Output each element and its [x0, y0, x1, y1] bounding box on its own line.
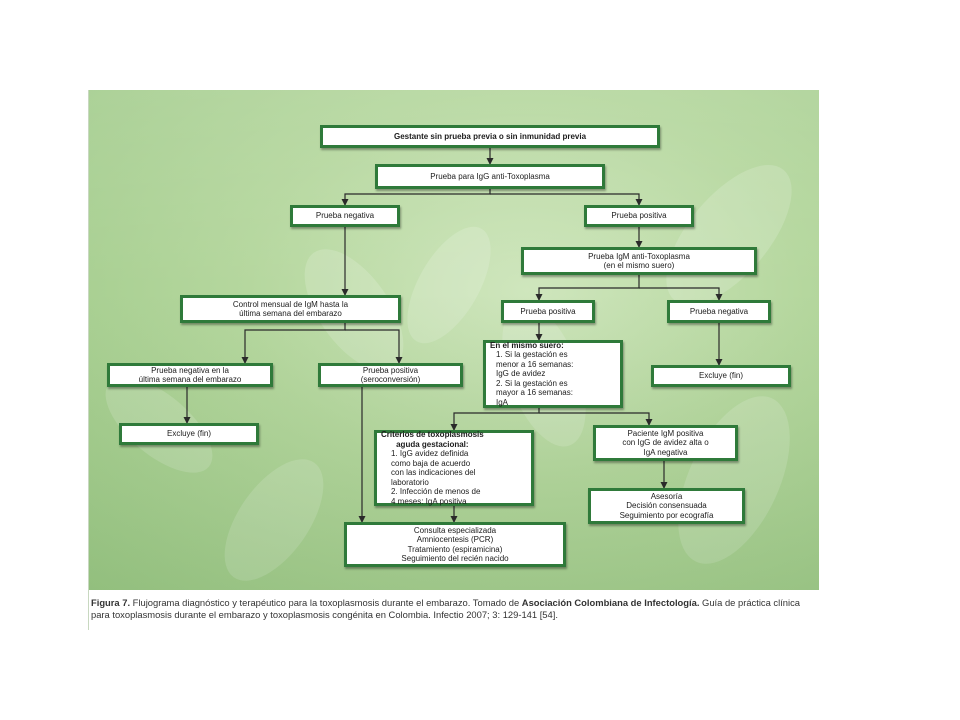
- last-week-negative-node: Prueba negativa en la última semana del …: [107, 363, 273, 387]
- start-node-label: Gestante sin prueba previa o sin inmunid…: [393, 131, 587, 141]
- criteria-line5: 2. Infección de menos de: [391, 487, 481, 496]
- igg-positive-node: Prueba positiva: [584, 205, 694, 227]
- caption-label: Figura 7.: [91, 597, 131, 608]
- seroconversion-node: Prueba positiva (seroconversión): [318, 363, 463, 387]
- connector: [639, 287, 723, 301]
- igg-positive-label: Prueba positiva: [611, 211, 667, 221]
- seroconversion-line1: Prueba positiva: [362, 365, 419, 375]
- high-avidity-line3: IgA negativa: [643, 447, 688, 457]
- same-serum-title: En el mismo suero:: [490, 340, 564, 350]
- same-serum-line4: 2. Si la gestación es: [496, 378, 568, 388]
- connector: [535, 275, 640, 301]
- same-serum-line3: IgG de avidez: [496, 369, 546, 379]
- excluded-right-node: Excluye (fin): [651, 365, 791, 387]
- connector: [345, 329, 403, 364]
- connector-lines: [183, 148, 723, 523]
- excluded-left-label: Excluye (fin): [166, 429, 211, 439]
- connector: [241, 323, 346, 364]
- consult-line2: Amniocentesis (PCR): [416, 535, 494, 544]
- figure: Gestante sin prueba previa o sin inmunid…: [88, 90, 819, 630]
- counseling-line2: Decisión consensuada: [626, 501, 707, 511]
- igg-negative-node: Prueba negativa: [290, 205, 400, 227]
- figure-caption: Figura 7. Flujograma diagnóstico y terap…: [91, 597, 819, 620]
- specialized-consult-node: Consulta especializada Amniocentesis (PC…: [344, 522, 566, 567]
- igm-test-label-line1: Prueba IgM anti-Toxoplasma: [588, 251, 690, 261]
- igm-positive-node: Prueba positiva: [501, 300, 595, 323]
- criteria-line4: laboratorio: [391, 477, 429, 487]
- excluded-left-node: Excluye (fin): [119, 423, 259, 445]
- igm-test-label-line2: (en el mismo suero): [603, 261, 675, 270]
- caption-reference: Guía de práctica clínica para toxoplasmo…: [91, 597, 801, 620]
- monthly-igm-label-line2: última semana del embarazo: [239, 309, 342, 318]
- flowchart-panel: Gestante sin prueba previa o sin inmunid…: [89, 90, 819, 590]
- connector: [539, 412, 653, 426]
- criteria-title-line2: aguda gestacional:: [396, 439, 469, 449]
- high-avidity-line1: Paciente IgM positiva: [627, 428, 704, 438]
- igm-test-node: Prueba IgM anti-Toxoplasma (en el mismo …: [521, 247, 757, 275]
- acute-criteria-node: Criterios de toxoplasmosis aguda gestaci…: [374, 430, 534, 506]
- igm-negative-label: Prueba negativa: [689, 306, 749, 316]
- igg-negative-label: Prueba negativa: [315, 211, 375, 221]
- same-serum-node: En el mismo suero: 1. Si la gestación es…: [483, 340, 623, 408]
- igg-test-label: Prueba para IgG anti-Toxoplasma: [430, 171, 550, 181]
- excluded-right-label: Excluye (fin): [698, 371, 743, 381]
- counseling-line3: Seguimiento por ecografía: [619, 510, 714, 520]
- same-serum-line6: IgA: [496, 397, 509, 407]
- monthly-igm-control-node: Control mensual de IgM hasta la última s…: [180, 295, 401, 323]
- high-avidity-node: Paciente IgM positiva con IgG de avidez …: [593, 425, 738, 461]
- last-week-negative-line2: última semana del embarazo: [138, 375, 242, 384]
- connector: [490, 193, 643, 206]
- same-serum-line5: mayor a 16 semanas:: [496, 388, 573, 398]
- criteria-line2: como baja de acuerdo: [391, 458, 471, 468]
- caption-text: Flujograma diagnóstico y terapéutico par…: [130, 597, 522, 608]
- criteria-line3: con las indicaciones del: [391, 468, 476, 477]
- counseling-node: Asesoría Decisión consensuada Seguimient…: [588, 488, 745, 524]
- start-node: Gestante sin prueba previa o sin inmunid…: [320, 125, 660, 148]
- criteria-line6: 4 meses: IgA positiva: [391, 496, 467, 506]
- consult-line1: Consulta especializada: [413, 525, 497, 535]
- criteria-line1: 1. IgG avidez definida: [391, 449, 469, 458]
- igm-negative-node: Prueba negativa: [667, 300, 771, 323]
- connector: [341, 189, 491, 206]
- criteria-title-line1: Criterios de toxoplasmosis: [381, 430, 484, 439]
- high-avidity-line2: con IgG de avidez alta o: [622, 438, 709, 448]
- counseling-line1: Asesoría: [650, 491, 683, 501]
- igg-test-node: Prueba para IgG anti-Toxoplasma: [375, 164, 605, 189]
- same-serum-line1: 1. Si la gestación es: [496, 350, 568, 360]
- same-serum-line2: menor a 16 semanas:: [496, 359, 574, 369]
- caption-source: Asociación Colombiana de Infectología.: [521, 597, 700, 608]
- connector: [450, 408, 540, 431]
- consult-line3: Tratamiento (espiramicina): [407, 544, 503, 554]
- igm-positive-label: Prueba positiva: [520, 306, 576, 316]
- last-week-negative-line1: Prueba negativa en la: [151, 365, 229, 375]
- seroconversion-line2: (seroconversión): [360, 375, 421, 384]
- monthly-igm-label-line1: Control mensual de IgM hasta la: [232, 299, 349, 309]
- consult-line4: Seguimiento del recién nacido: [401, 554, 509, 563]
